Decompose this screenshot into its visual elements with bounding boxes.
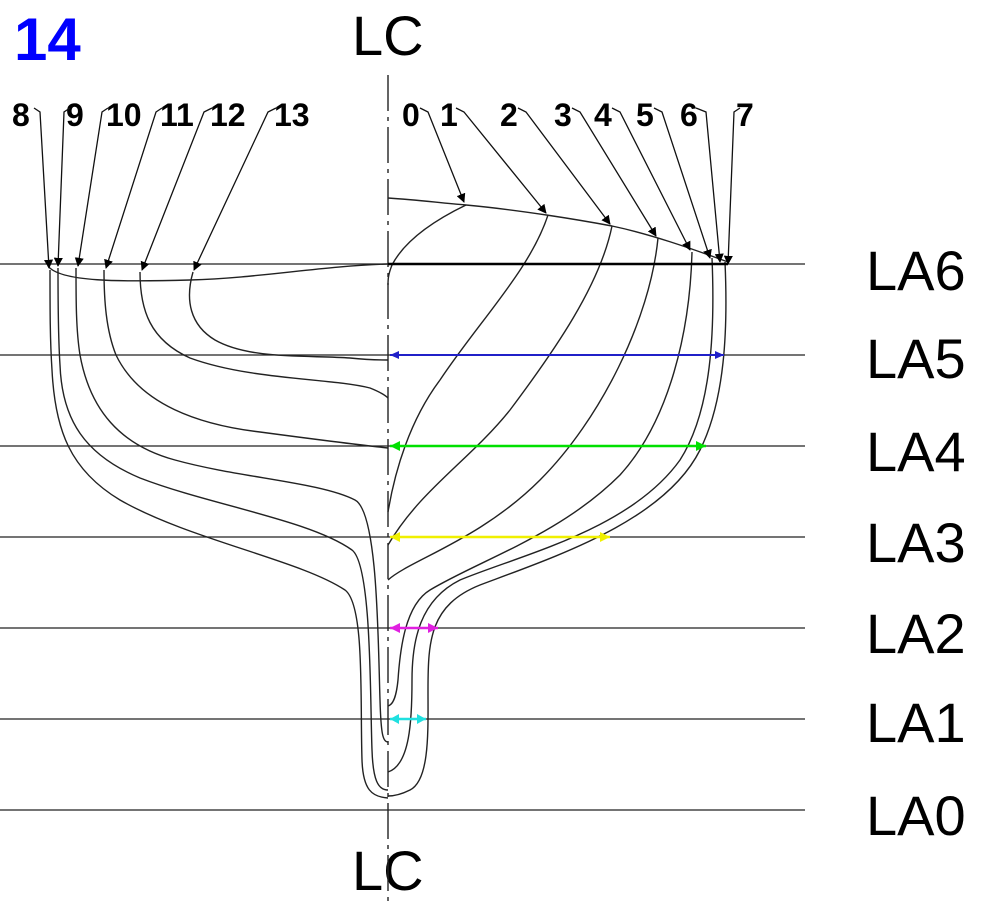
station-7-curve — [387, 261, 727, 797]
leader-lines — [33, 107, 741, 271]
station-13-curve — [188, 271, 389, 361]
station-label-3: 3 — [554, 97, 572, 133]
station-1-curve — [387, 204, 467, 286]
leader-10 — [74, 107, 109, 267]
waterline-label-LA4: LA4 — [866, 420, 966, 483]
waterline-label-LA6: LA6 — [866, 239, 966, 302]
waterline-label-LA2: LA2 — [866, 602, 966, 665]
leader-5 — [653, 107, 712, 259]
station-4-curve — [387, 237, 659, 581]
leader-9 — [53, 107, 71, 267]
station-2-curve — [387, 214, 549, 513]
waterline-label-LA5: LA5 — [866, 327, 966, 390]
station-9-curve — [57, 267, 389, 791]
station-label-2: 2 — [500, 97, 518, 133]
leader-6 — [695, 107, 724, 263]
station-label-13: 13 — [274, 97, 310, 133]
fwd-station-labels: 0 1 2 3 4 5 6 7 — [402, 97, 754, 133]
station-label-9: 9 — [66, 97, 84, 133]
centerline-label-top: LC — [352, 4, 424, 67]
aft-station-labels: 8 9 10 11 12 13 — [12, 97, 310, 133]
leader-1 — [455, 107, 547, 214]
station-label-5: 5 — [636, 97, 654, 133]
leader-0 — [419, 107, 466, 203]
station-label-1: 1 — [440, 97, 458, 133]
station-12-curve — [139, 271, 389, 399]
station-6-curve — [387, 257, 714, 773]
station-label-11: 11 — [160, 97, 194, 133]
leader-8 — [33, 107, 54, 269]
waterline-label-LA3: LA3 — [866, 511, 966, 574]
station-label-10: 10 — [106, 97, 142, 133]
station-label-12: 12 — [210, 97, 246, 133]
leader-7 — [723, 107, 741, 265]
station-label-0: 0 — [402, 97, 420, 133]
leader-4 — [611, 107, 691, 251]
station-10-curve — [75, 267, 389, 743]
fwd-sheer-line — [387, 197, 729, 263]
waterline-label-LA0: LA0 — [866, 784, 966, 847]
leader-12 — [140, 107, 213, 271]
station-label-4: 4 — [594, 97, 612, 133]
station-3-curve — [387, 225, 613, 546]
fwd-station-curves — [387, 197, 729, 797]
leader-13 — [193, 107, 277, 271]
aft-sheer-line — [47, 263, 389, 282]
aft-station-curves — [47, 263, 389, 799]
station-label-6: 6 — [680, 97, 698, 133]
leader-2 — [517, 107, 611, 225]
breadth-arrows — [390, 351, 724, 724]
station-5-curve — [387, 251, 693, 707]
station-8-curve — [49, 269, 389, 799]
station-11-curve — [103, 269, 389, 449]
waterline-label-LA1: LA1 — [866, 691, 966, 754]
station-label-8: 8 — [12, 97, 30, 133]
figure-number: 14 — [14, 6, 81, 73]
station-label-7: 7 — [736, 97, 754, 133]
leader-11 — [104, 107, 163, 269]
leader-3 — [571, 107, 657, 237]
